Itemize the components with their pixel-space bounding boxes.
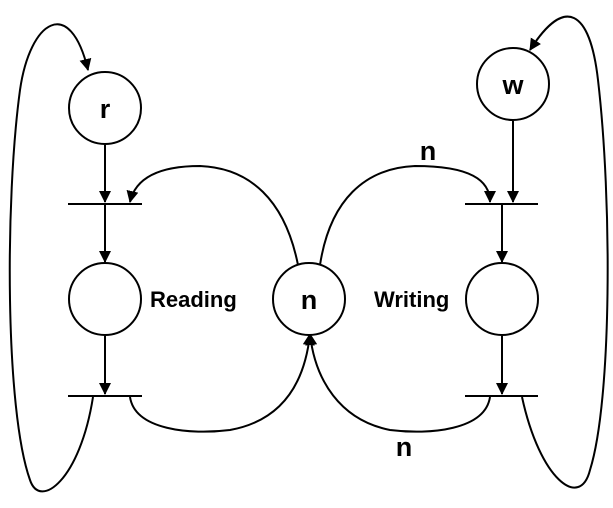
place-r	[68, 71, 142, 145]
weight-write-in-label: n	[420, 136, 437, 166]
reading-label: Reading	[150, 287, 237, 312]
token-r-label: r	[100, 94, 111, 124]
arc-end-write-to-n	[305, 333, 491, 433]
arc-end-read-to-n	[129, 333, 315, 433]
arc-n-to-start-read	[126, 164, 299, 266]
place-w	[476, 47, 550, 121]
arc-n-to-start-write	[319, 164, 496, 266]
token-n-label: n	[301, 285, 318, 315]
token-w-label: w	[501, 70, 524, 100]
arc-reader-loop	[8, 23, 94, 493]
place-shared-n	[272, 262, 346, 336]
place-writing	[465, 262, 539, 336]
arc-writer-loop	[521, 15, 609, 489]
weight-write-out-label: n	[396, 432, 413, 462]
writing-label: Writing	[374, 287, 449, 312]
place-reading	[68, 262, 142, 336]
